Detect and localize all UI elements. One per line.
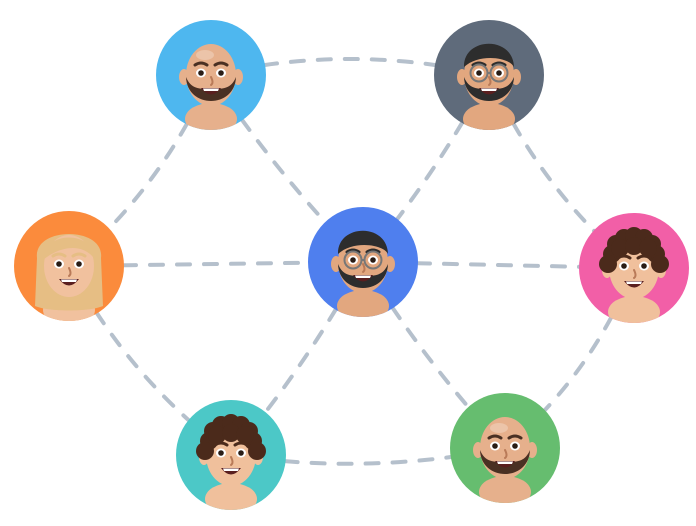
bald-bearded-man-avatar bbox=[473, 417, 537, 503]
avatar-nodes bbox=[14, 20, 689, 515]
blonde-woman-avatar bbox=[35, 234, 103, 321]
bearded-glasses-man-avatar bbox=[331, 230, 395, 317]
avatar-node-bottom-left[interactable] bbox=[176, 400, 286, 515]
avatar-node-top-right[interactable] bbox=[434, 20, 544, 135]
bearded-glasses-man-avatar bbox=[457, 43, 521, 130]
avatar-node-left[interactable] bbox=[14, 211, 124, 326]
curly-haired-person-avatar bbox=[599, 227, 669, 323]
bald-bearded-man-avatar bbox=[179, 44, 243, 130]
avatar-node-center[interactable] bbox=[308, 207, 418, 322]
curly-haired-person-avatar bbox=[196, 414, 266, 510]
avatar-node-top-left[interactable] bbox=[156, 20, 266, 135]
avatar-node-bottom-right[interactable] bbox=[450, 393, 560, 508]
avatar-node-right[interactable] bbox=[579, 213, 689, 328]
